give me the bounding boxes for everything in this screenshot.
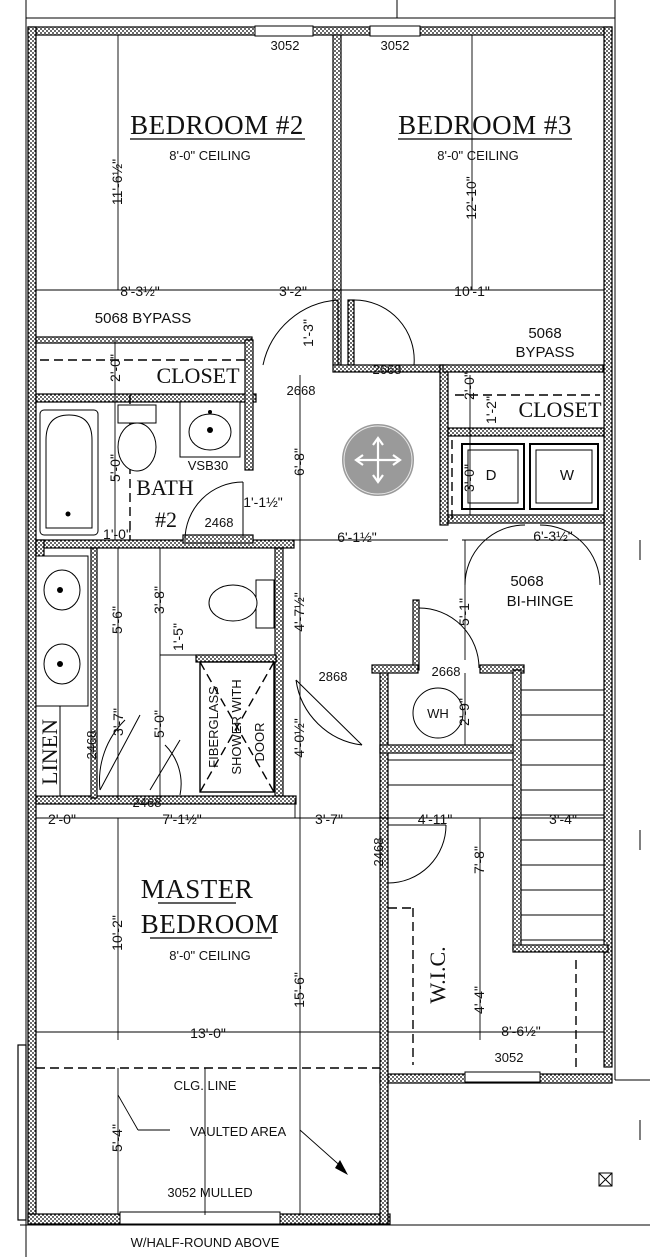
fixtures — [35, 401, 599, 797]
box-x-icon — [598, 1172, 613, 1187]
dim-master-depth: 10'-2" — [109, 915, 125, 951]
vaulted-area: VAULTED AREA — [190, 1124, 287, 1139]
dim-bed2-width: 8'-3½" — [120, 283, 160, 299]
dim-hall-depth: 6'-8" — [291, 448, 307, 476]
dim-bihinge-depth: 5'-1" — [456, 598, 472, 626]
door-2468-bath: 2468 — [205, 515, 234, 530]
dim-master-hall: 3'-7" — [315, 811, 343, 827]
bedroom2-ceiling: 8'-0" CEILING — [169, 148, 251, 163]
bath-name-1: BATH — [136, 475, 194, 500]
master-name-1: MASTER — [141, 874, 254, 904]
dim-closet-right: 2'-0" — [461, 372, 477, 400]
dryer-label: D — [486, 467, 497, 484]
dim-bed3-width: 10'-1" — [454, 283, 490, 299]
dim-hall-lower: 4'-7½" — [291, 592, 307, 632]
stairs — [388, 689, 604, 941]
door-2668-a: 2668 — [287, 383, 316, 398]
closet-right: CLOSET — [518, 397, 602, 422]
bedroom2-name: BEDROOM #2 — [130, 110, 304, 140]
dimension-lines — [36, 35, 604, 1215]
linen-shelves — [35, 705, 61, 797]
bihinge-2: BI-HINGE — [507, 593, 574, 610]
bathtub — [39, 409, 99, 536]
dim-laundry-depth: 3'-0" — [461, 464, 477, 492]
dim-master-bath-depth: 5'-6" — [109, 606, 125, 634]
bedroom3-name: BEDROOM #3 — [398, 110, 572, 140]
door-2868: 2868 — [319, 669, 348, 684]
dim-master-width: 13'-0" — [190, 1025, 226, 1041]
closet-left: CLOSET — [156, 363, 240, 388]
plan-labels: 3052 3052 5068 BYPASS 5068 BYPASS 2668 2… — [84, 38, 575, 1250]
dim-hall-width: 3'-2" — [279, 283, 307, 299]
dim-master-total: 15'-6" — [291, 972, 307, 1008]
dim-master-bath-w2: 7'-1½" — [162, 811, 202, 827]
dim-stair-w: 3'-4" — [549, 811, 577, 827]
bypass-right-1: 5068 — [528, 325, 561, 342]
dimension-texts: 11'-6½" 12'-10" 8'-3½" 3'-2" 10'-1" 1'-3… — [48, 159, 577, 1152]
door-swings — [99, 299, 601, 884]
wic-label: W.I.C. — [425, 946, 450, 1003]
dim-closet-door-h: 1'-3" — [300, 319, 316, 347]
window-top-right: 3052 — [381, 38, 410, 53]
dim-bath-small-1: 1'-0" — [103, 526, 131, 542]
dim-hall-cross: 6'-1½" — [337, 529, 377, 545]
door-2468-linen: 2468 — [84, 731, 99, 760]
dim-toilet-depth: 3'-8" — [151, 586, 167, 614]
shower — [199, 661, 275, 793]
linen-label: LINEN — [37, 719, 62, 785]
dim-toilet-small: 1'-5" — [170, 623, 186, 651]
washer-dryer — [461, 443, 599, 510]
toilet-bath2 — [117, 404, 157, 472]
dim-wic-width: 4'-11" — [418, 811, 453, 827]
dim-master-bath-w1: 2'-0" — [48, 811, 76, 827]
dim-bath-door-small: 1'-1½" — [243, 494, 283, 510]
dim-closet-left: 2'-0" — [107, 354, 123, 382]
top-windows — [119, 25, 541, 1225]
window-wic: 3052 — [495, 1050, 524, 1065]
master-sinks — [35, 555, 89, 707]
dim-hall-low: 4'-0½" — [291, 718, 307, 758]
dim-linen-w: 3'-7" — [110, 708, 126, 736]
dim-bed2-depth: 11'-6½" — [109, 159, 125, 205]
interior-walls — [35, 34, 609, 953]
door-2668-d: 2668 — [432, 664, 461, 679]
door-2468-wic: 2468 — [371, 838, 386, 867]
toilet-master — [208, 579, 275, 629]
dim-vault-depth: 5'-4" — [109, 1124, 125, 1152]
exterior-walls — [17, 26, 613, 1225]
dim-bed3-depth: 12'-10" — [463, 176, 479, 219]
water-heater-label: WH — [427, 706, 449, 721]
vanity-sink — [179, 401, 241, 458]
dim-wic-width2: 8'-6½" — [501, 1023, 541, 1039]
shower-label-1: FIBERGLASS — [206, 686, 221, 768]
washer-label: W — [560, 467, 575, 484]
bedroom3-ceiling: 8'-0" CEILING — [437, 148, 519, 163]
vanity-label: VSB30 — [188, 458, 228, 473]
clg-line: CLG. LINE — [174, 1078, 237, 1093]
dim-wh-depth: 2'-9" — [456, 698, 472, 726]
half-round: W/HALF-ROUND ABOVE — [131, 1235, 280, 1250]
bath-name-2: #2 — [155, 507, 177, 532]
dim-shower-depth: 5'-0" — [151, 710, 167, 738]
dim-wic-depth: 7'-8" — [471, 846, 487, 874]
dim-bihinge-width: 6'-3½" — [533, 528, 573, 544]
master-name-2: BEDROOM — [141, 909, 280, 939]
room-names: BEDROOM #2 8'-0" CEILING BEDROOM #3 8'-0… — [37, 110, 602, 1004]
door-2668-b: 2668 — [373, 362, 402, 377]
dim-bath-depth: 5'-0" — [107, 454, 123, 482]
shower-label-3: DOOR — [252, 723, 267, 762]
move-arrows-icon[interactable] — [338, 420, 418, 500]
master-ceiling: 8'-0" CEILING — [169, 948, 251, 963]
bypass-right-2: BYPASS — [516, 344, 575, 361]
mulled: 3052 MULLED — [167, 1185, 252, 1200]
shower-label-2: SHOWER WITH — [229, 679, 244, 774]
water-heater — [412, 687, 464, 739]
dim-wic-lower: 4'-4" — [471, 986, 487, 1014]
bypass-left: 5068 BYPASS — [95, 310, 191, 327]
door-2468-shower: 2468 — [133, 795, 162, 810]
bihinge-1: 5068 — [510, 573, 543, 590]
window-top-left: 3052 — [271, 38, 300, 53]
dim-closet-right-small: 1'-2" — [483, 396, 499, 424]
